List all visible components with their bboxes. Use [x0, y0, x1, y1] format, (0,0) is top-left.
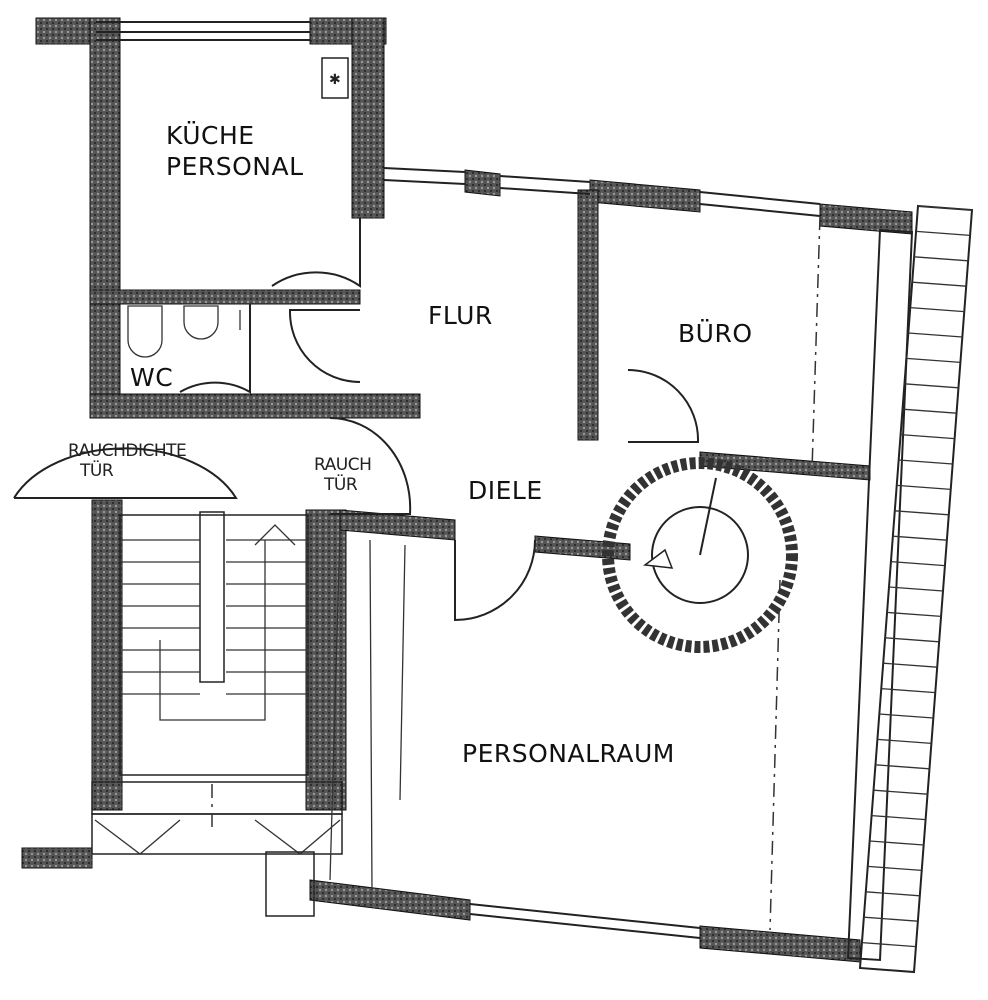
door-label-rauch-line1: RAUCH	[314, 455, 372, 475]
room-label-kueche-line1: KÜCHE	[166, 121, 255, 150]
spiral-staircase	[602, 457, 798, 653]
door-label-rauchdichte: RAUCHDICHTE TÜR	[68, 441, 187, 481]
doors	[13, 218, 700, 622]
room-label-flur: FLUR	[428, 301, 493, 330]
room-label-kueche: KÜCHE PERSONAL	[166, 120, 304, 183]
room-label-diele: DIELE	[468, 476, 543, 505]
personalraum-lining	[329, 215, 821, 931]
door-label-rauchdichte-line1: RAUCHDICHTE	[68, 441, 187, 461]
room-label-kueche-line2: PERSONAL	[166, 152, 304, 182]
svg-text:✱: ✱	[329, 72, 341, 88]
balcony-grid-lines	[861, 205, 973, 948]
room-label-buero: BÜRO	[678, 319, 753, 348]
stair-treads	[122, 539, 306, 695]
exterior-walls	[21, 17, 914, 963]
room-label-personalraum: PERSONALRAUM	[462, 739, 675, 768]
entrance	[91, 781, 343, 917]
windows	[96, 21, 821, 939]
door-label-rauch-line2: TÜR	[324, 474, 358, 495]
wc-fixtures	[127, 305, 241, 358]
room-label-wc: WC	[130, 363, 174, 392]
door-label-rauchdichte-line2: TÜR	[80, 460, 114, 481]
door-label-rauch: RAUCH TÜR	[314, 455, 372, 495]
staircase	[119, 511, 309, 776]
stove-icon: ✱	[321, 57, 349, 99]
